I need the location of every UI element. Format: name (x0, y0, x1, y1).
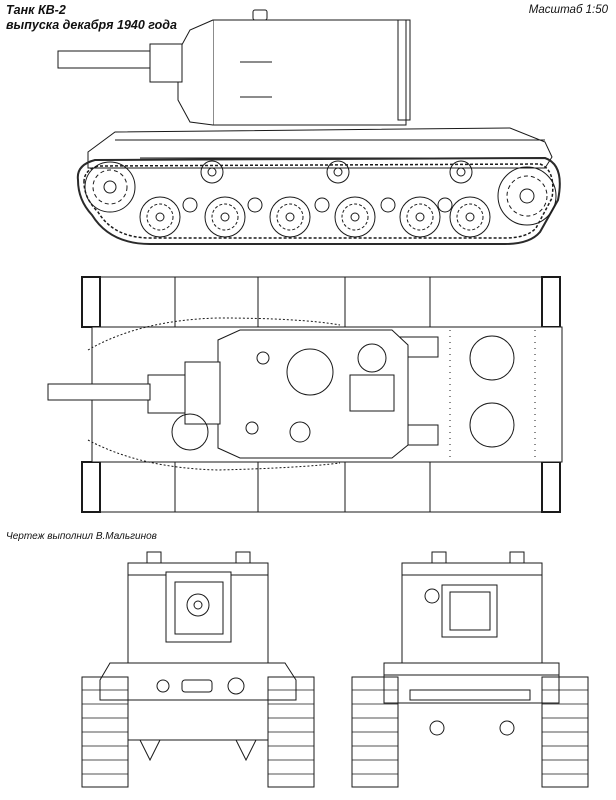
top-gun-barrel (48, 384, 150, 400)
front-lower-glacis (128, 700, 268, 740)
side-drive-sprocket (85, 162, 135, 212)
side-suspension (183, 198, 452, 212)
side-return-rollers (201, 161, 472, 183)
top-engine-hatch (470, 336, 514, 380)
front-view (82, 552, 314, 787)
drawing-title: Танк КВ-2 (6, 3, 66, 17)
front-gun-muzzle (187, 594, 209, 616)
side-road-wheels (140, 197, 490, 237)
rear-mg-port (425, 589, 439, 603)
side-gun-barrel (58, 51, 158, 68)
front-hull (100, 663, 296, 700)
side-view (58, 10, 560, 244)
front-headlight (157, 680, 169, 692)
top-left-track (82, 277, 560, 327)
side-idler-wheel (498, 167, 556, 225)
drawing-subtitle: выпуска декабря 1940 года (6, 18, 177, 32)
side-track (78, 158, 560, 244)
top-right-track (82, 462, 560, 512)
side-hull (88, 128, 552, 168)
front-gun-mantlet (166, 572, 231, 642)
top-turret-hatch (287, 349, 333, 395)
top-tow-cable (88, 318, 340, 350)
top-gun-mantlet (148, 375, 186, 413)
scale-label: Масштаб 1:50 (528, 4, 608, 16)
side-turret (213, 20, 406, 125)
rear-tow-hook (430, 721, 444, 735)
rear-view (352, 552, 588, 787)
side-turret-rear (398, 20, 410, 120)
front-driver-visor (182, 680, 212, 692)
rear-hull (384, 663, 559, 703)
top-driver-hatch (172, 414, 208, 450)
rear-turret-hatch (442, 585, 497, 637)
top-turret (218, 330, 408, 458)
side-gun-mantlet (150, 44, 182, 82)
author-credit: Чертеж выполнил В.Мальгинов (6, 531, 157, 542)
front-mg-port (228, 678, 244, 694)
side-turret-hatch (253, 10, 267, 20)
top-turret-roof-plate (350, 375, 394, 411)
top-view (48, 277, 562, 512)
side-turret-front (178, 20, 213, 125)
